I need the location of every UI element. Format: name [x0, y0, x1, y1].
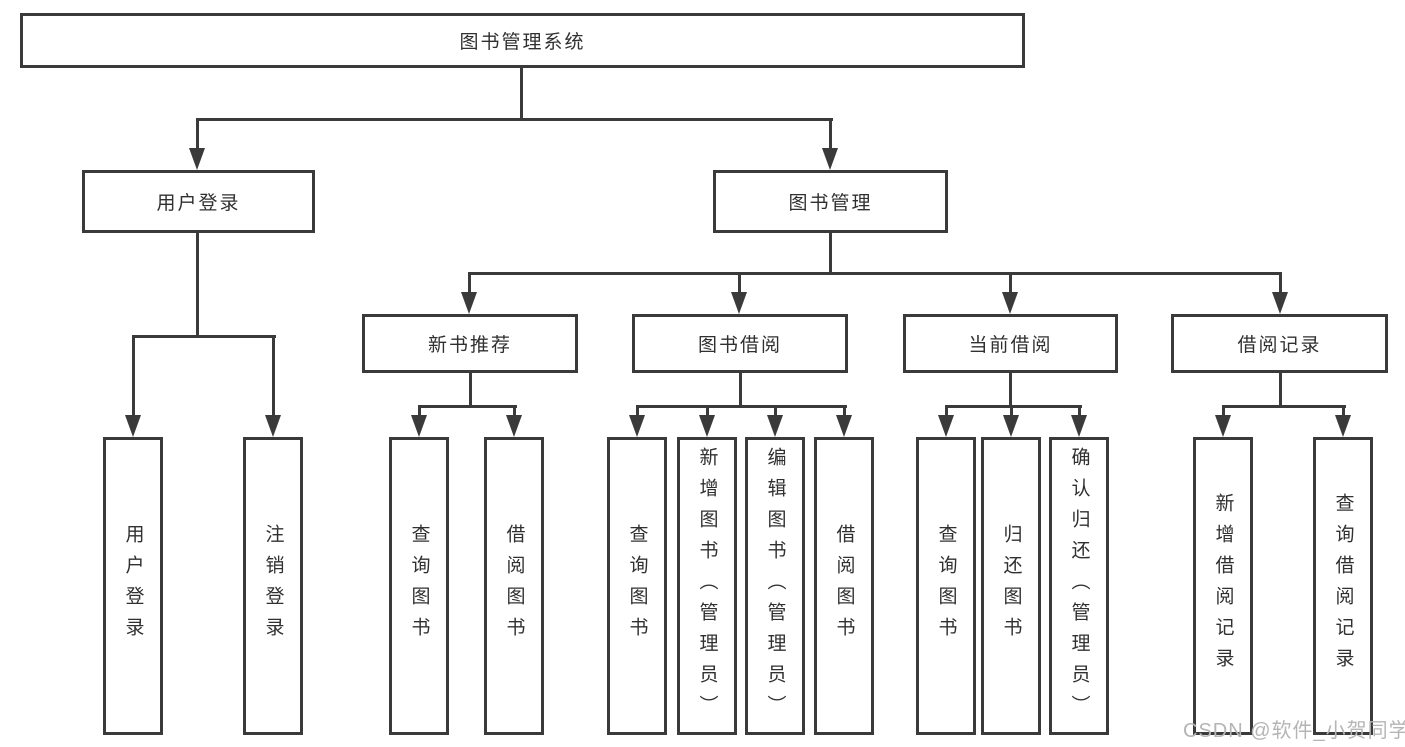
arrow-down-icon	[125, 415, 141, 437]
arrow-down-icon	[461, 292, 477, 314]
node-label: 新增借阅记录	[1212, 493, 1234, 679]
connector-line	[272, 335, 275, 417]
arrow-down-icon	[731, 292, 747, 314]
connector-line	[945, 405, 1082, 408]
connector-line	[196, 118, 199, 151]
connector-line	[774, 405, 777, 419]
leaf-query-borrow-record: 查询借阅记录	[1313, 437, 1373, 735]
arrow-down-icon	[1272, 292, 1288, 314]
leaf-query-books-2: 查询图书	[607, 437, 667, 735]
arrow-down-icon	[938, 415, 954, 437]
connector-line	[132, 335, 135, 417]
connector-line	[513, 405, 516, 419]
leaf-query-books-3: 查询图书	[916, 437, 976, 735]
connector-line	[1078, 405, 1081, 419]
node-label: 图书借阅	[697, 335, 782, 356]
node-label: 新增图书（管理员）	[696, 446, 718, 726]
arrow-down-icon	[1002, 292, 1018, 314]
csdn-watermark: CSDN @软件_小贺同学	[1183, 720, 1405, 742]
node-user-login: 用户登录	[82, 170, 315, 233]
leaf-confirm-return-admin: 确认归还（管理员）	[1049, 437, 1109, 735]
leaf-user-login: 用户登录	[103, 437, 163, 735]
node-new-book-recommend: 新书推荐	[362, 314, 578, 373]
node-label: 查询图书	[935, 524, 957, 648]
connector-line	[945, 405, 948, 419]
connector-line	[829, 118, 832, 151]
connector-line	[196, 118, 833, 121]
arrow-down-icon	[699, 415, 715, 437]
arrow-down-icon	[629, 415, 645, 437]
arrow-down-icon	[1335, 415, 1351, 437]
leaf-edit-book-admin: 编辑图书（管理员）	[745, 437, 805, 735]
connector-line	[636, 405, 639, 419]
connector-line	[1279, 272, 1282, 295]
connector-line	[706, 405, 709, 419]
node-label: 图书管理	[788, 193, 873, 214]
connector-line	[843, 405, 846, 419]
node-label: 当前借阅	[968, 335, 1053, 356]
node-book-management: 图书管理	[713, 170, 948, 233]
leaf-logout: 注销登录	[243, 437, 303, 735]
node-label: 图书管理系统	[459, 32, 586, 53]
connector-line	[132, 335, 276, 338]
connector-line	[1222, 405, 1225, 419]
node-label: 查询图书	[626, 524, 648, 648]
connector-line	[1342, 405, 1345, 419]
arrow-down-icon	[836, 415, 852, 437]
connector-line	[418, 405, 517, 408]
connector-line	[520, 68, 523, 121]
node-label: 确认归还（管理员）	[1068, 446, 1090, 726]
arrow-down-icon	[822, 148, 838, 170]
leaf-return-book: 归还图书	[981, 437, 1041, 735]
connector-line	[196, 233, 199, 338]
arrow-down-icon	[1071, 415, 1087, 437]
node-label: 借阅图书	[503, 524, 525, 648]
leaf-borrow-books-1: 借阅图书	[484, 437, 544, 735]
connector-line	[1009, 373, 1012, 408]
node-borrowing-records: 借阅记录	[1171, 314, 1388, 373]
node-label: 查询图书	[408, 524, 430, 648]
node-label: 归还图书	[1000, 524, 1022, 648]
connector-line	[1222, 405, 1346, 408]
leaf-borrow-books-2: 借阅图书	[814, 437, 874, 735]
node-label: 查询借阅记录	[1332, 493, 1354, 679]
leaf-query-books-1: 查询图书	[389, 437, 449, 735]
node-label: 借阅记录	[1237, 335, 1322, 356]
connector-line	[1009, 272, 1012, 295]
node-label: 借阅图书	[833, 524, 855, 648]
connector-line	[1279, 373, 1282, 408]
arrow-down-icon	[1215, 415, 1231, 437]
connector-line	[829, 233, 832, 275]
connector-line	[1010, 405, 1013, 419]
connector-line	[468, 272, 471, 295]
arrow-down-icon	[767, 415, 783, 437]
node-label: 用户登录	[122, 524, 144, 648]
node-label: 新书推荐	[427, 335, 512, 356]
node-label: 编辑图书（管理员）	[764, 446, 786, 726]
arrow-down-icon	[411, 415, 427, 437]
connector-line	[739, 373, 742, 408]
node-current-borrowing: 当前借阅	[903, 314, 1118, 373]
node-root: 图书管理系统	[20, 13, 1025, 68]
connector-line	[418, 405, 421, 419]
connector-line	[738, 272, 741, 295]
arrow-down-icon	[265, 415, 281, 437]
connector-line	[469, 373, 472, 408]
connector-line	[636, 405, 847, 408]
connector-line	[468, 272, 1282, 275]
node-book-borrowing: 图书借阅	[632, 314, 848, 373]
node-label: 用户登录	[156, 193, 241, 214]
node-label: 注销登录	[262, 524, 284, 648]
leaf-add-book-admin: 新增图书（管理员）	[677, 437, 737, 735]
arrow-down-icon	[506, 415, 522, 437]
arrow-down-icon	[1003, 415, 1019, 437]
arrow-down-icon	[189, 148, 205, 170]
leaf-add-borrow-record: 新增借阅记录	[1193, 437, 1253, 735]
